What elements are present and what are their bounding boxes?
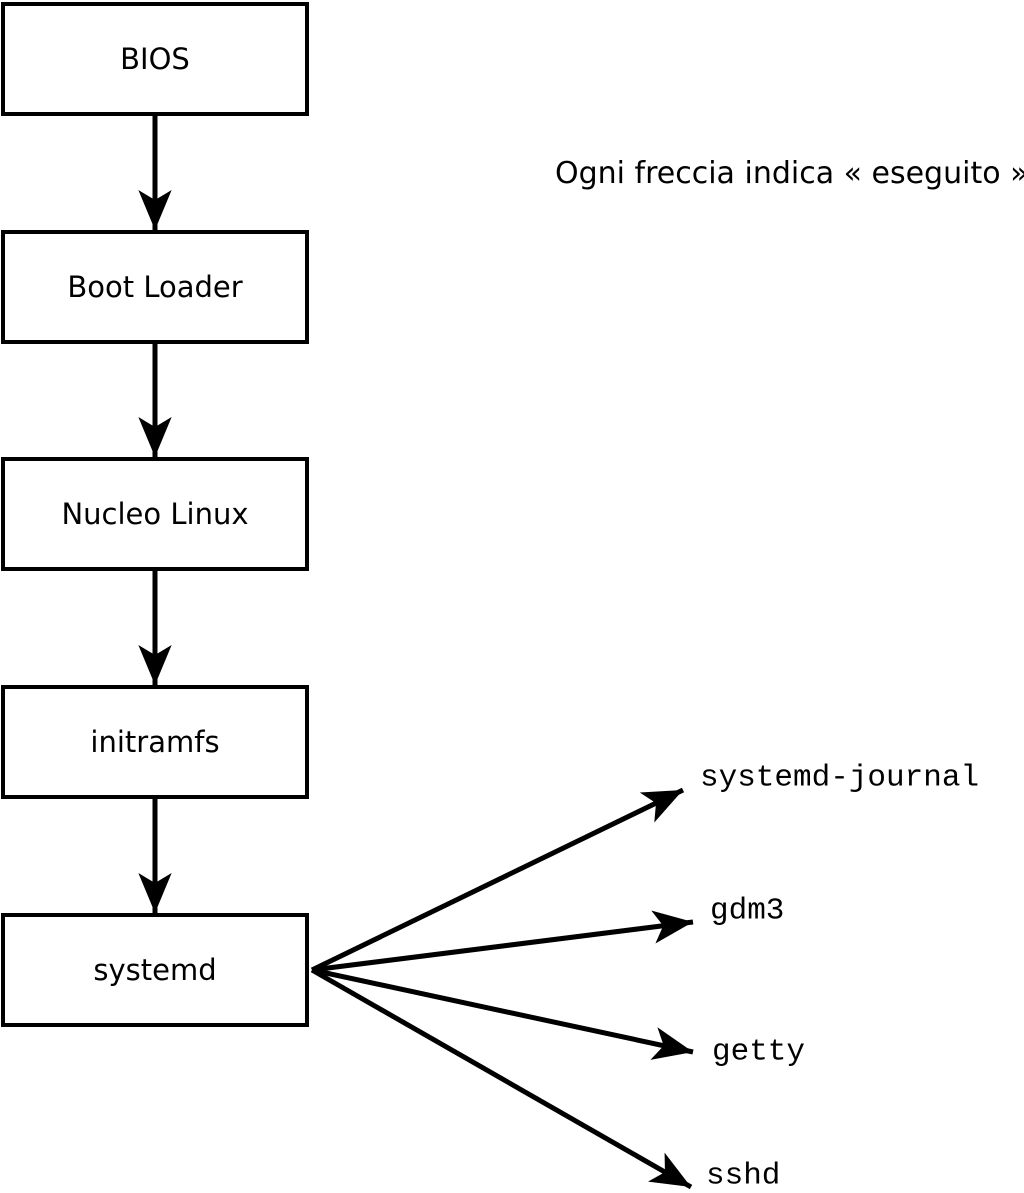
flow-box-initramfs-label: initramfs	[90, 724, 220, 759]
flow-box-bios: BIOS	[1, 2, 309, 116]
flow-box-linux-kernel-label: Nucleo Linux	[61, 496, 249, 531]
arrow-systemd-to-sshd-icon	[310, 967, 693, 1190]
arrow-systemd-to-getty-icon	[311, 967, 694, 1060]
service-label-getty: getty	[712, 1034, 806, 1070]
arrow-systemd-to-gdm3-icon	[311, 910, 694, 973]
service-label-systemd-journal: systemd-journal	[700, 760, 980, 796]
flow-box-bootloader: Boot Loader	[1, 230, 309, 344]
flow-box-initramfs: initramfs	[1, 685, 309, 799]
flow-box-systemd-label: systemd	[93, 952, 217, 987]
flow-box-bootloader-label: Boot Loader	[67, 269, 243, 304]
flow-box-systemd: systemd	[1, 913, 309, 1027]
service-label-sshd: sshd	[706, 1158, 781, 1193]
arrow-systemd-to-journal-icon	[310, 787, 685, 973]
diagram-caption: Ogni freccia indica « eseguito ».	[555, 156, 1024, 191]
service-label-gdm3: gdm3	[710, 893, 785, 929]
flow-box-linux-kernel: Nucleo Linux	[1, 457, 309, 571]
flow-box-bios-label: BIOS	[120, 41, 190, 76]
